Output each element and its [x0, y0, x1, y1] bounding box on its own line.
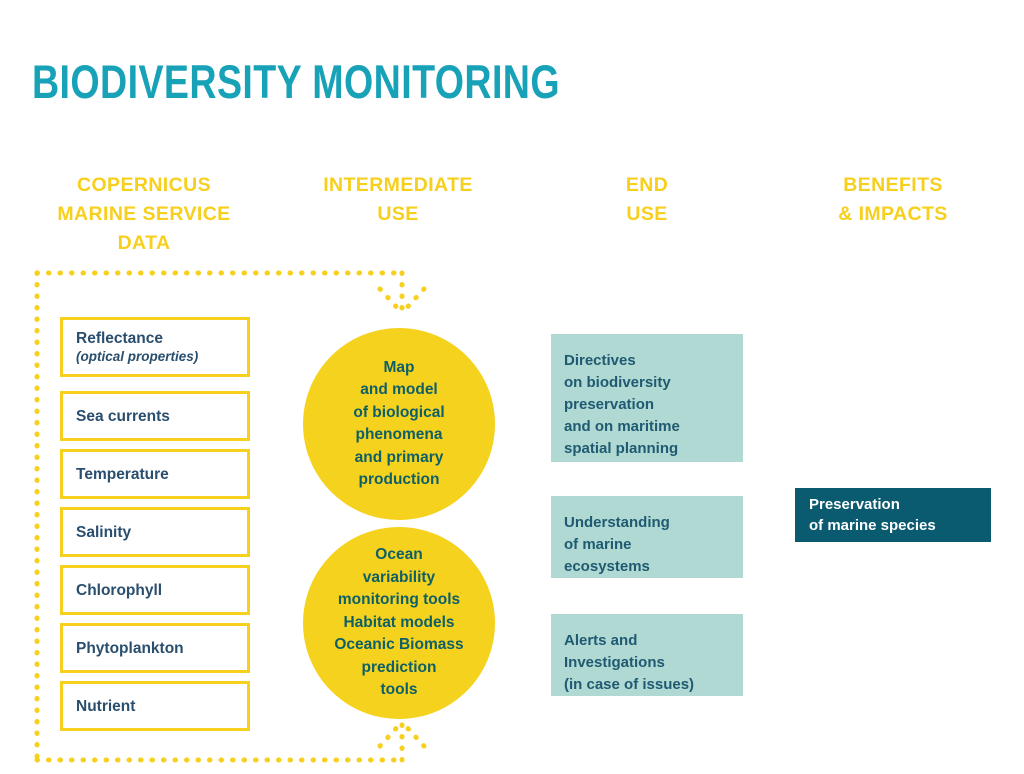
data-box-label: Temperature — [76, 465, 169, 483]
data-box-label: Reflectance — [76, 330, 164, 347]
data-box-label: Chlorophyll — [76, 581, 163, 599]
dotted-arrow-up-icon — [377, 719, 427, 749]
data-box-label: Sea currents — [76, 407, 170, 425]
end-use-box-understanding[interactable]: Understanding of marine ecosystems — [551, 496, 743, 578]
end-use-box-directives[interactable]: Directives on biodiversity preservation … — [551, 334, 743, 462]
circle-label: Map and model of biological phenomena an… — [353, 358, 445, 489]
benefits-label: Preservation of marine species — [809, 496, 936, 534]
data-box-label: Phytoplankton — [76, 639, 184, 657]
intermediate-circle-map-and-model[interactable]: Map and model of biological phenomena an… — [303, 328, 495, 520]
column-header-intermediate-use: INTERMEDIATE USE — [323, 174, 473, 225]
end-use-box-alerts[interactable]: Alerts and Investigations (in case of is… — [551, 614, 743, 696]
page-title: BIODIVERSITY MONITORING — [32, 55, 560, 108]
end-use-label: Understanding of marine ecosystems — [564, 514, 670, 575]
column-header-end-use: END USE — [625, 174, 669, 225]
column-header-benefits-impacts: BENEFITS & IMPACTS — [838, 174, 948, 225]
end-use-label: Directives on biodiversity preservation … — [564, 352, 680, 457]
data-box-nutrient[interactable]: Nutrient — [60, 681, 250, 731]
data-box-sea-currents[interactable]: Sea currents — [60, 391, 250, 441]
intermediate-circle-ocean-variability-tools[interactable]: Ocean variability monitoring tools Habit… — [303, 527, 495, 719]
data-box-salinity[interactable]: Salinity — [60, 507, 250, 557]
data-box-label: Nutrient — [76, 697, 136, 715]
dotted-arrow-down-icon — [377, 286, 427, 316]
data-box-temperature[interactable]: Temperature — [60, 449, 250, 499]
column-header-copernicus-marine-service-data: COPERNICUS MARINE SERVICE DATA — [57, 174, 231, 254]
data-box-label: Salinity — [76, 523, 132, 541]
circle-label: Ocean variability monitoring tools Habit… — [334, 546, 464, 699]
data-box-phytoplankton[interactable]: Phytoplankton — [60, 623, 250, 673]
end-use-label: Alerts and Investigations (in case of is… — [564, 632, 695, 693]
data-box-reflectance[interactable]: Reflectance (optical properties) — [60, 317, 250, 377]
data-box-sublabel: (optical properties) — [76, 349, 199, 364]
benefits-box-preservation-of-marine-species[interactable]: Preservation of marine species — [795, 488, 991, 542]
data-box-chlorophyll[interactable]: Chlorophyll — [60, 565, 250, 615]
